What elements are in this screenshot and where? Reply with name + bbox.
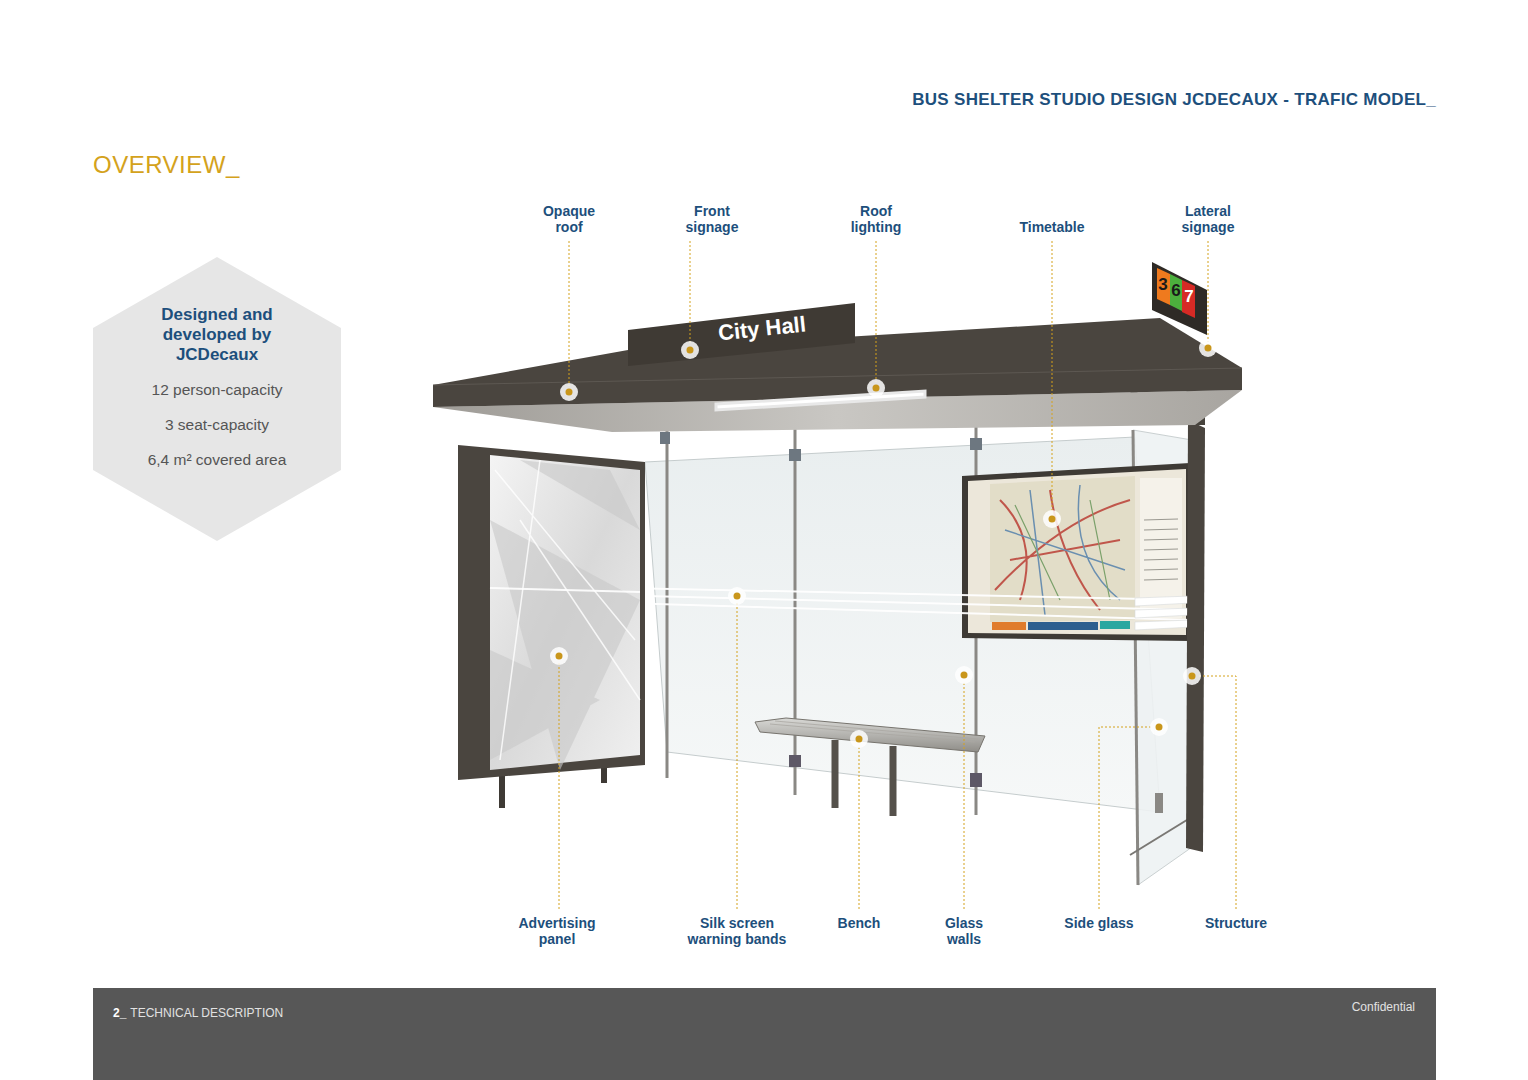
- page-number: 2_: [113, 1006, 126, 1020]
- hexagon-outline: [93, 257, 341, 541]
- callout-label: Structure: [1181, 915, 1291, 931]
- spec-line: 6,4 m² covered area: [93, 450, 341, 470]
- confidential-note: Confidential: [1352, 1000, 1415, 1014]
- callout-label: Side glass: [1044, 915, 1154, 931]
- hexagon-heading: Designed and developed by JCDecaux: [142, 305, 292, 365]
- section-name: TECHNICAL DESCRIPTION: [130, 1006, 283, 1020]
- callout-label: Front signage: [674, 203, 750, 235]
- callout-label: Advertising panel: [507, 915, 607, 947]
- line-number: 3: [1156, 276, 1170, 294]
- footer-band: 2_ TECHNICAL DESCRIPTION Confidential: [93, 988, 1436, 1080]
- line-number: 7: [1182, 288, 1196, 306]
- hexagon-shape: [93, 257, 341, 541]
- page-header: BUS SHELTER STUDIO DESIGN JCDECAUX - TRA…: [912, 90, 1436, 110]
- callout-label: Bench: [819, 915, 899, 931]
- callout-label: Lateral signage: [1170, 203, 1246, 235]
- callout-label: Silk screen warning bands: [679, 915, 795, 947]
- page-title: OVERVIEW_: [93, 150, 240, 180]
- info-hexagon: Designed and developed by JCDecaux 12 per…: [93, 257, 341, 541]
- callout-label: Timetable: [997, 219, 1107, 235]
- callout-label: Roof lighting: [838, 203, 914, 235]
- footer-row: 2_ TECHNICAL DESCRIPTION: [113, 1003, 283, 1021]
- spec-line: 12 person-capacity: [93, 380, 341, 400]
- callout-label: Glass walls: [934, 915, 994, 947]
- callout-label: Opaque roof: [531, 203, 607, 235]
- spec-line: 3 seat-capacity: [93, 415, 341, 435]
- line-number: 6: [1169, 282, 1183, 300]
